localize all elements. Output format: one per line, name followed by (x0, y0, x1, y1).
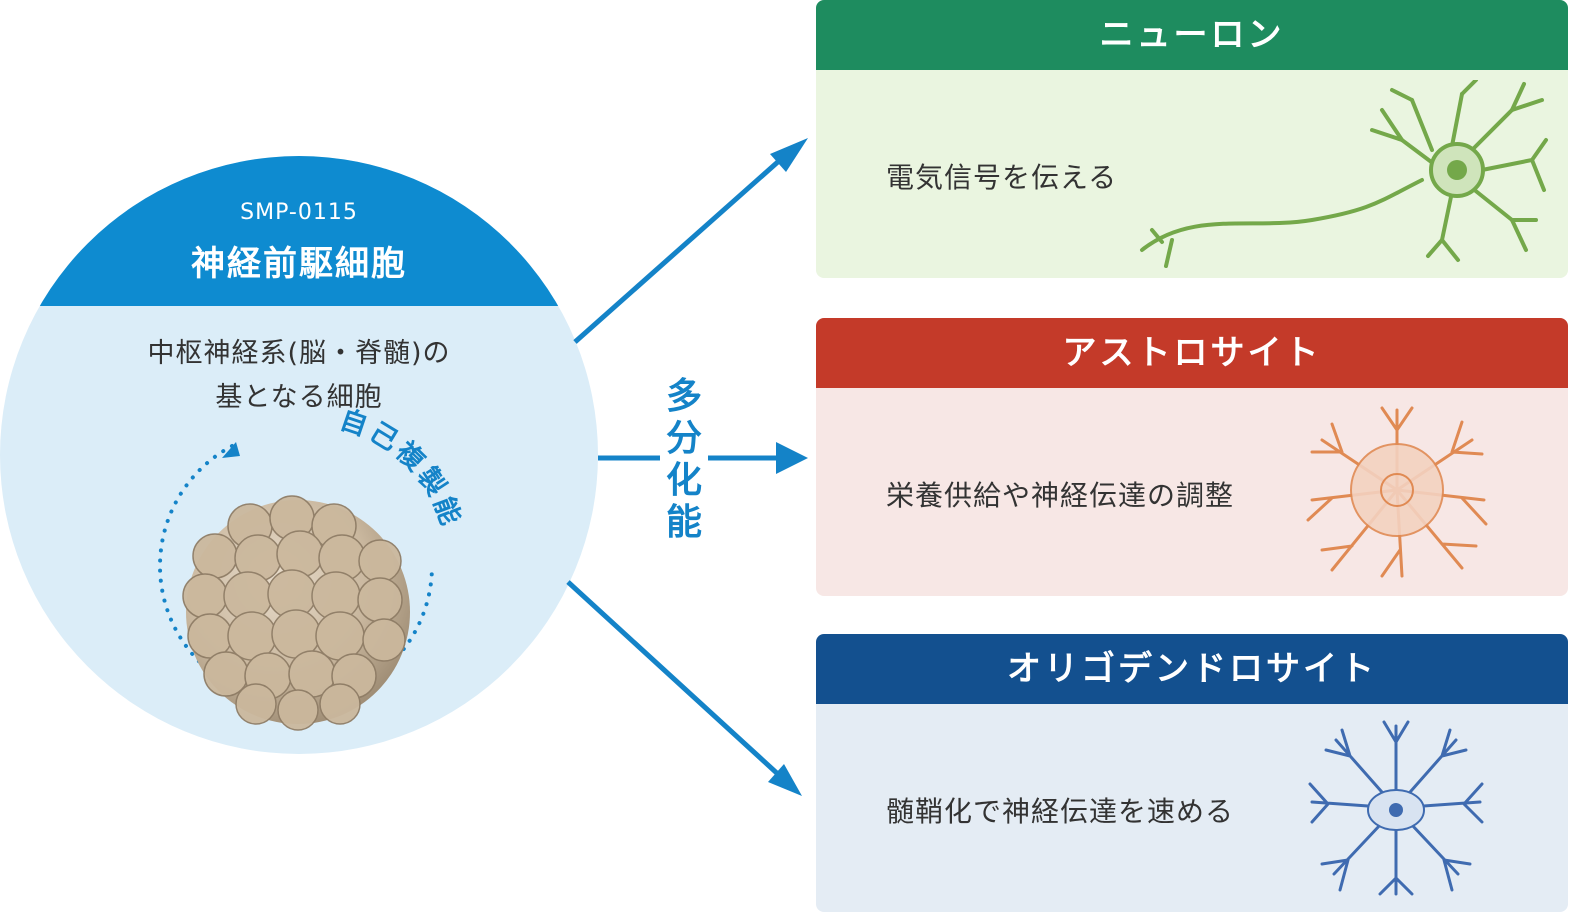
arrow-to-neuron (573, 158, 782, 344)
card-neuron-title: ニューロン (816, 0, 1568, 70)
stem-cell-title: 神経前駆細胞 (191, 244, 407, 284)
card-neuron-description: 電気信号を伝える (886, 161, 1118, 194)
differentiation-text: 多分化能 (665, 376, 702, 543)
card-oligodendrocyte-body: 髄鞘化で神経伝達を速める (816, 704, 1568, 912)
oligodendrocyte-icon (1308, 720, 1484, 896)
card-astrocyte: アストロサイト 栄養供給や神経伝達の調整 (816, 318, 1568, 596)
card-oligodendrocyte-description: 髄鞘化で神経伝達を速める (886, 795, 1235, 828)
arrow-icon (776, 442, 808, 474)
stem-cell-description-line2: 基となる細胞 (215, 382, 383, 413)
self-renewal-label-svg: 自己複製能 (336, 403, 464, 532)
differentiation-label: 多分化能 (660, 372, 708, 548)
card-astrocyte-description: 栄養供給や神経伝達の調整 (886, 479, 1235, 512)
card-oligodendrocyte: オリゴデンドロサイト 髄鞘化で神経伝達を速める (816, 634, 1568, 912)
arrow-icon (768, 764, 802, 796)
arrow-to-oligodendrocyte (566, 580, 782, 778)
card-astrocyte-title: アストロサイト (816, 318, 1568, 388)
neuron-icon (1140, 80, 1548, 268)
card-neuron: ニューロン 電気信号を伝える (816, 0, 1568, 278)
astrocyte-icon (1306, 406, 1488, 578)
card-astrocyte-body: 栄養供給や神経伝達の調整 (816, 388, 1568, 596)
stem-cell-code: SMP-0115 (240, 200, 358, 225)
arrow-icon (770, 138, 808, 172)
stem-cell-description: 中枢神経系(脳・脊髄)の 基となる細胞 (0, 332, 598, 420)
stem-cell-circle (0, 156, 598, 754)
card-oligodendrocyte-title: オリゴデンドロサイト (816, 634, 1568, 704)
card-neuron-body: 電気信号を伝える (816, 70, 1568, 278)
cell-cluster-icon (182, 495, 410, 731)
stem-cell-description-line1: 中枢神経系(脳・脊髄)の (147, 338, 451, 369)
